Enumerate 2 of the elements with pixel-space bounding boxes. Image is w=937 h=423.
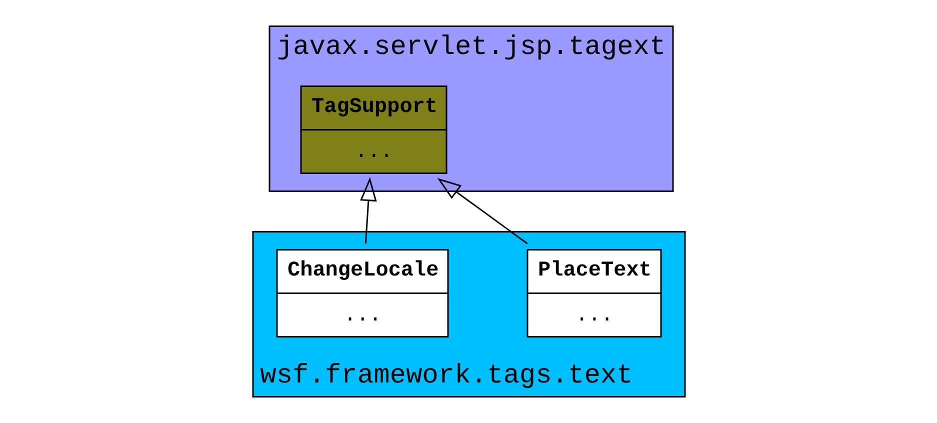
arrow [360, 177, 376, 244]
arrow [436, 178, 528, 244]
